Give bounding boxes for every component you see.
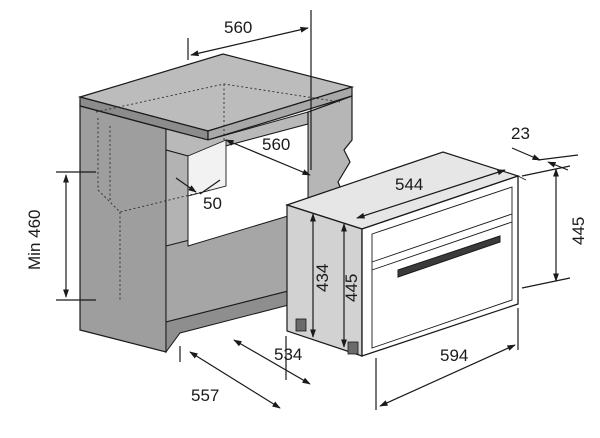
label-544: 544 bbox=[395, 175, 423, 194]
label-min-460: Min 460 bbox=[25, 210, 44, 270]
oven-foot-right bbox=[347, 341, 359, 355]
label-560-top: 560 bbox=[224, 18, 252, 37]
dimension-lines bbox=[56, 10, 579, 410]
oven-door-handle bbox=[397, 235, 501, 278]
cabinet-left-panel bbox=[79, 105, 167, 353]
cabinet-plinth-base bbox=[165, 285, 309, 354]
cabinet-front-left-post bbox=[165, 149, 189, 253]
oven-foot-left bbox=[295, 318, 307, 332]
label-560-inner: 560 bbox=[262, 135, 290, 154]
label-434: 434 bbox=[313, 264, 332, 292]
label-594: 594 bbox=[440, 346, 468, 365]
label-445-side: 445 bbox=[342, 274, 361, 302]
label-557: 557 bbox=[191, 386, 219, 405]
dimension-labels: 560 560 50 Min 460 544 23 445 434 445 53… bbox=[25, 18, 588, 405]
label-445-front: 445 bbox=[569, 217, 588, 245]
label-50: 50 bbox=[203, 194, 222, 213]
label-23: 23 bbox=[511, 124, 530, 143]
cabinet bbox=[77, 53, 355, 354]
label-534: 534 bbox=[274, 345, 302, 364]
